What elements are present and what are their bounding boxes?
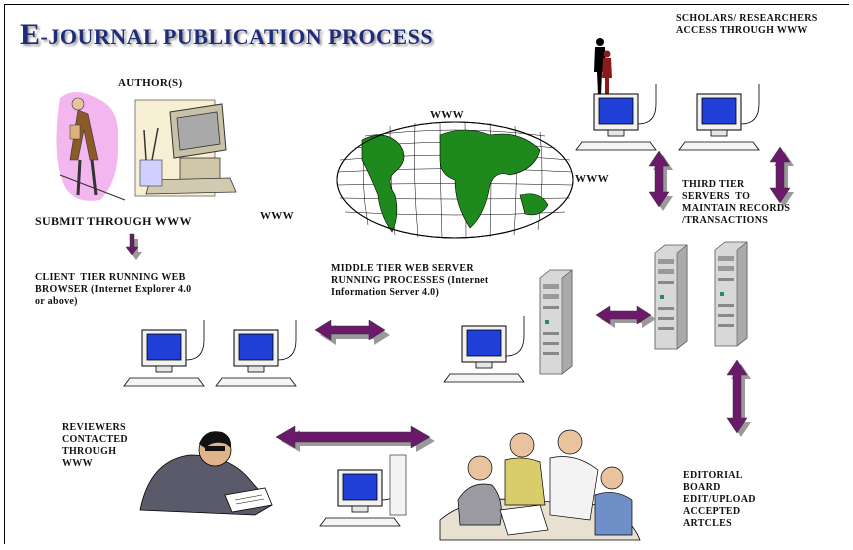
page-title: E-JOURNAL PUBLICATION PROCESS xyxy=(20,18,434,51)
arrows xyxy=(125,146,794,452)
scholars-figure-icon xyxy=(594,38,612,95)
computer-icon-client-1 xyxy=(123,319,205,387)
slide-frame xyxy=(4,4,849,544)
team-meeting-icon xyxy=(439,429,641,541)
computer-icon-bottom xyxy=(319,459,401,527)
middle-tier-label: MIDDLE TIER WEB SERVER RUNNING PROCESSES… xyxy=(331,263,489,298)
www-top-label: WWW xyxy=(430,109,464,121)
third-tier-label: THIRD TIER SERVERS TO MAINTAIN RECORDS /… xyxy=(682,179,791,226)
computer-icon-client-2 xyxy=(215,319,297,387)
editorial-label: EDITORIAL BOARD EDIT/UPLOAD ACCEPTED ART… xyxy=(683,470,756,529)
authors-label: AUTHOR(S) xyxy=(118,77,183,89)
computer-icon-middle xyxy=(443,315,525,383)
computer-icon-scholars-2 xyxy=(678,83,760,151)
www-right-label: WWW xyxy=(575,173,609,185)
server-tower-icon-2 xyxy=(654,244,688,350)
client-tier-label: CLIENT TIER RUNNING WEB BROWSER (Interne… xyxy=(35,272,192,307)
bottom-tower-icon xyxy=(389,454,407,516)
globe-icon xyxy=(336,121,574,239)
submit-label: SUBMIT THROUGH WWW xyxy=(35,214,192,228)
scholars-label: SCHOLARS/ RESEARCHERS ACCESS THROUGH WWW xyxy=(676,13,818,36)
www-left-label: WWW xyxy=(260,210,294,222)
computer-tools-icon xyxy=(134,99,237,197)
server-tower-icon-1 xyxy=(539,269,573,375)
reviewers-label: REVIEWERS CONTACTED THROUGH WWW xyxy=(62,422,128,469)
author-figure-icon xyxy=(56,91,126,201)
server-tower-icon-3 xyxy=(714,241,748,347)
computer-icon-scholars-1 xyxy=(575,83,657,151)
reviewer-figure-icon xyxy=(139,431,273,516)
